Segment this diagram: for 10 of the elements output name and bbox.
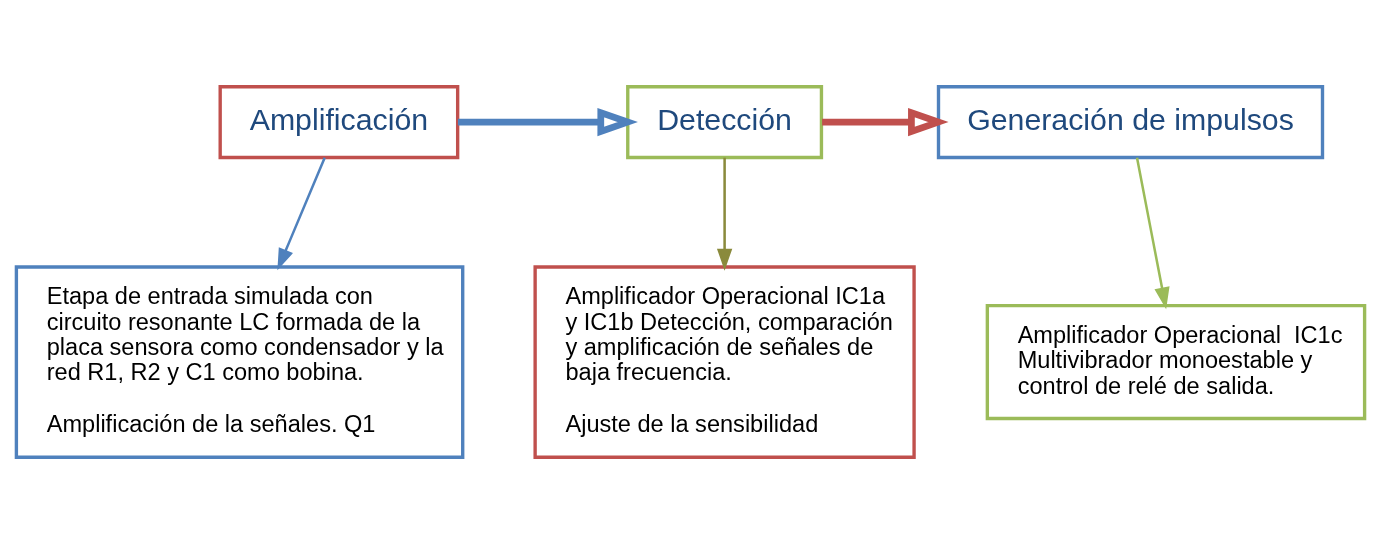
node-box: Amplificación [218, 84, 460, 159]
arrow [457, 107, 638, 136]
arrow [277, 156, 326, 270]
node-box: Etapa de entrada simulada con circuito resonante LC formada de la placa sensora como condensador y la red R1, R2 y C1 como bobina. Amplificación de la señales. Q1 [14, 264, 465, 459]
arrow [716, 157, 733, 271]
node-box: Detección [626, 84, 824, 159]
node-box: Generación de impulsos [936, 84, 1325, 159]
node-box: Amplificador Operacional IC1c Multivibrador monoestable y control de relé de salida. [985, 303, 1367, 420]
arrow [1135, 156, 1170, 309]
node-box: Amplificador Operacional IC1a y IC1b Detección, comparación y amplificación de señales de baja frecuencia. Ajuste de la sensibilidad [533, 264, 916, 459]
